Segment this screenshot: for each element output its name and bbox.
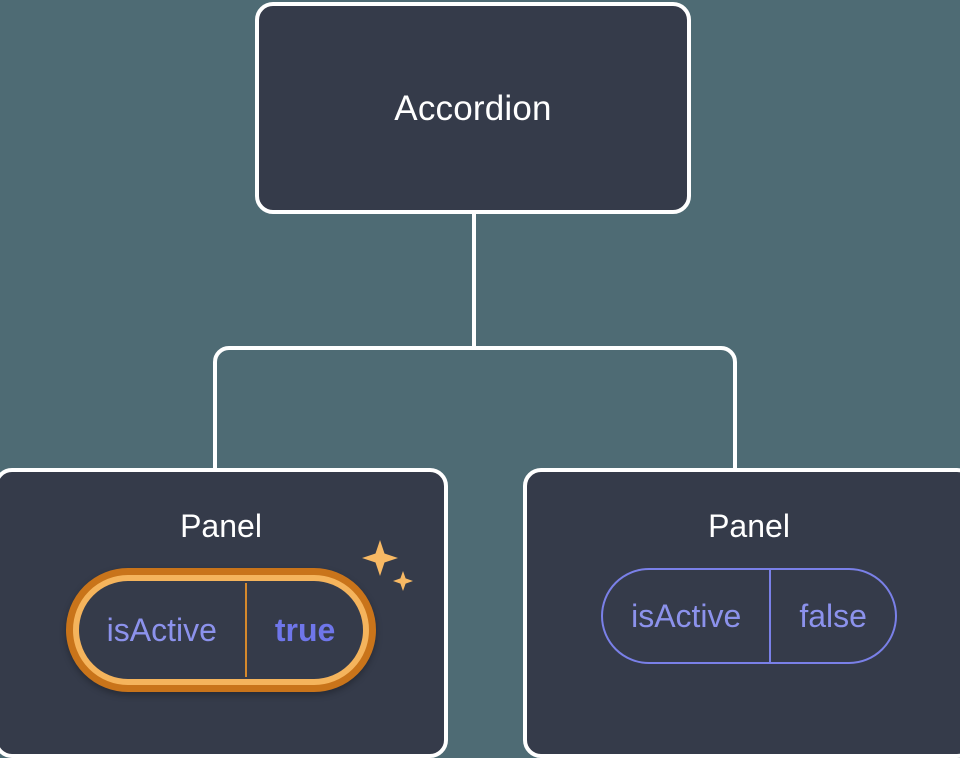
- node-title: Accordion: [394, 88, 552, 128]
- prop-pill-inner: isActive true: [78, 581, 364, 679]
- prop-divider: [769, 570, 772, 662]
- prop-key: isActive: [631, 598, 742, 634]
- tree-node-panel-inactive[interactable]: Panel isActive false: [523, 468, 960, 758]
- prop-pill-wrapper: isActive true: [65, 540, 414, 692]
- tree-node-panel-active[interactable]: Panel isActive true: [0, 468, 448, 758]
- prop-value: true: [274, 612, 336, 648]
- node-title: Panel: [708, 508, 790, 544]
- sparkle-icon: [362, 540, 414, 591]
- prop-value: false: [799, 598, 867, 634]
- node-title: Panel: [180, 508, 262, 544]
- prop-pill-wrapper: isActive false: [601, 568, 897, 664]
- tree-node-accordion[interactable]: Accordion: [255, 2, 691, 214]
- prop-pill[interactable]: isActive false: [601, 568, 897, 664]
- prop-key: isActive: [106, 612, 217, 648]
- connector-branch-left: [213, 346, 474, 470]
- prop-divider: [244, 583, 247, 677]
- prop-pill-highlighted[interactable]: isActive true: [65, 568, 377, 692]
- connector-branch-right: [474, 346, 737, 470]
